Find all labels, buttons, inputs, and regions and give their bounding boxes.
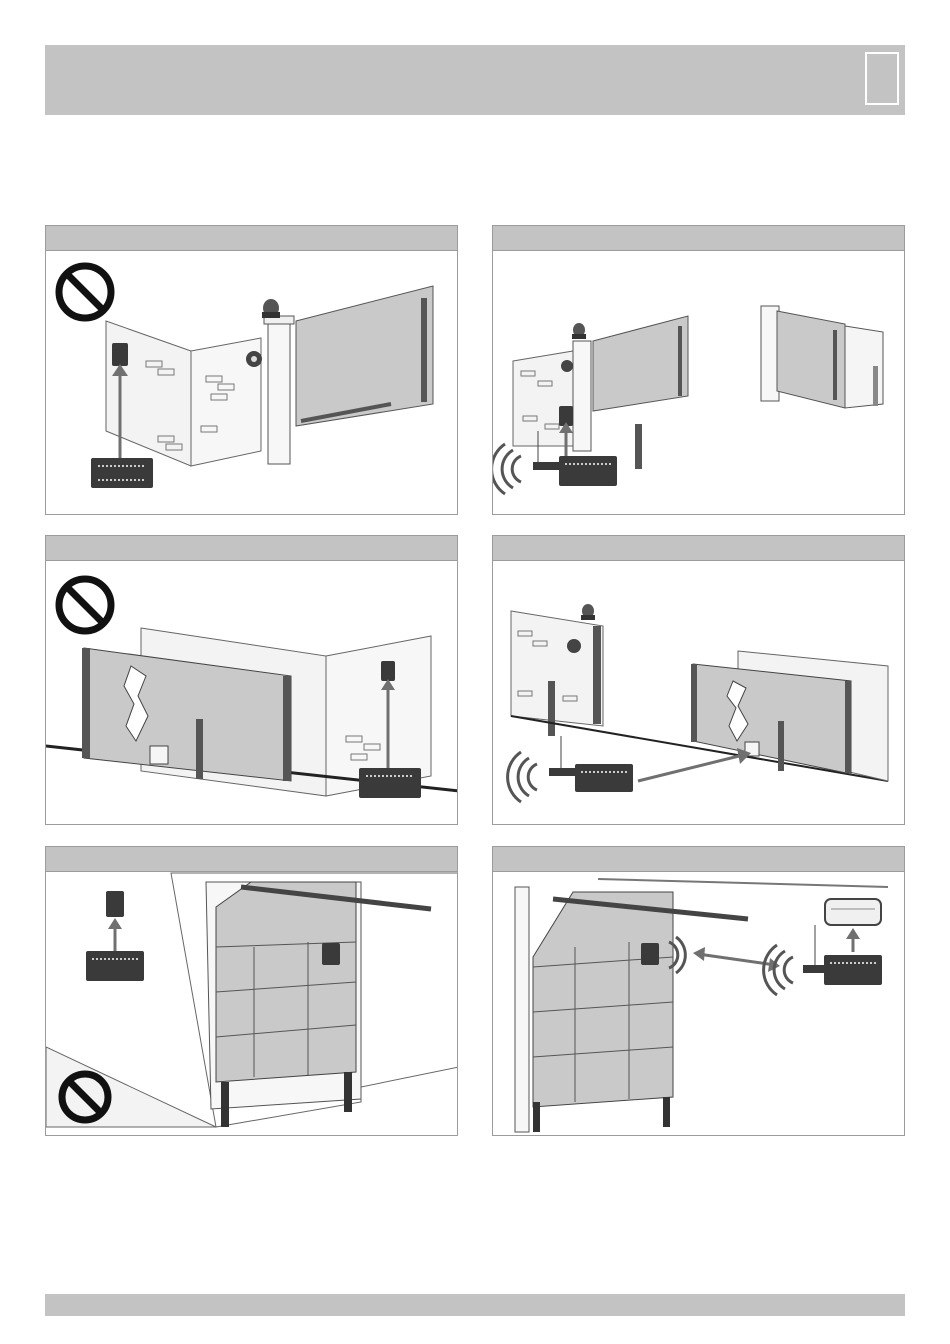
- photocell-post-icon: [778, 721, 784, 771]
- control-board-icon: [91, 458, 153, 488]
- swing-gate-wireless-illustration: [493, 226, 905, 515]
- antenna-icon: [549, 736, 577, 776]
- courtesy-light-icon: [825, 899, 881, 925]
- flashing-light-icon: [262, 299, 280, 318]
- receiver-box-icon: [106, 891, 124, 917]
- panel-garage-door-wired: [45, 846, 458, 1136]
- receiver-box-icon: [381, 661, 395, 681]
- garage-door-wired-illustration: [46, 847, 458, 1136]
- sliding-gate-wired-illustration: [46, 536, 458, 825]
- page-number-box: [865, 52, 899, 105]
- radio-waves-icon: [508, 752, 537, 802]
- flashing-light-icon: [581, 604, 595, 620]
- panel-garage-door-wireless: [492, 846, 905, 1136]
- control-board-icon: [559, 456, 617, 486]
- control-board-icon: [824, 955, 882, 985]
- panel-swing-gate-wireless: [492, 225, 905, 515]
- control-board-icon: [359, 768, 421, 798]
- page-footer-bar: [45, 1294, 905, 1316]
- receiver-box-icon: [641, 943, 659, 965]
- receiver-box-icon: [112, 343, 128, 366]
- swing-gate-wired-illustration: [46, 226, 458, 515]
- radio-waves-icon: [764, 945, 793, 995]
- sliding-gate-wireless-illustration: [493, 536, 905, 825]
- prohibition-icon: [59, 579, 111, 631]
- flashing-light-icon: [572, 323, 586, 339]
- key-switch-icon: [567, 639, 581, 653]
- key-switch-icon: [246, 351, 262, 367]
- page-header-bar: [45, 45, 905, 115]
- radio-waves-icon: [493, 444, 521, 494]
- control-board-icon: [575, 764, 633, 792]
- key-switch-icon: [561, 360, 573, 372]
- double-arrow-icon: [693, 947, 780, 972]
- photocell-post-icon: [635, 424, 642, 469]
- photocell-post-icon: [548, 681, 555, 736]
- prohibition-icon: [59, 266, 111, 318]
- garage-door-wireless-illustration: [493, 847, 905, 1136]
- photocell-post-icon: [196, 719, 203, 779]
- panel-sliding-gate-wired: [45, 535, 458, 825]
- control-board-icon: [86, 951, 144, 981]
- panel-sliding-gate-wireless: [492, 535, 905, 825]
- photocell-post-icon: [873, 366, 878, 406]
- panel-swing-gate-wired: [45, 225, 458, 515]
